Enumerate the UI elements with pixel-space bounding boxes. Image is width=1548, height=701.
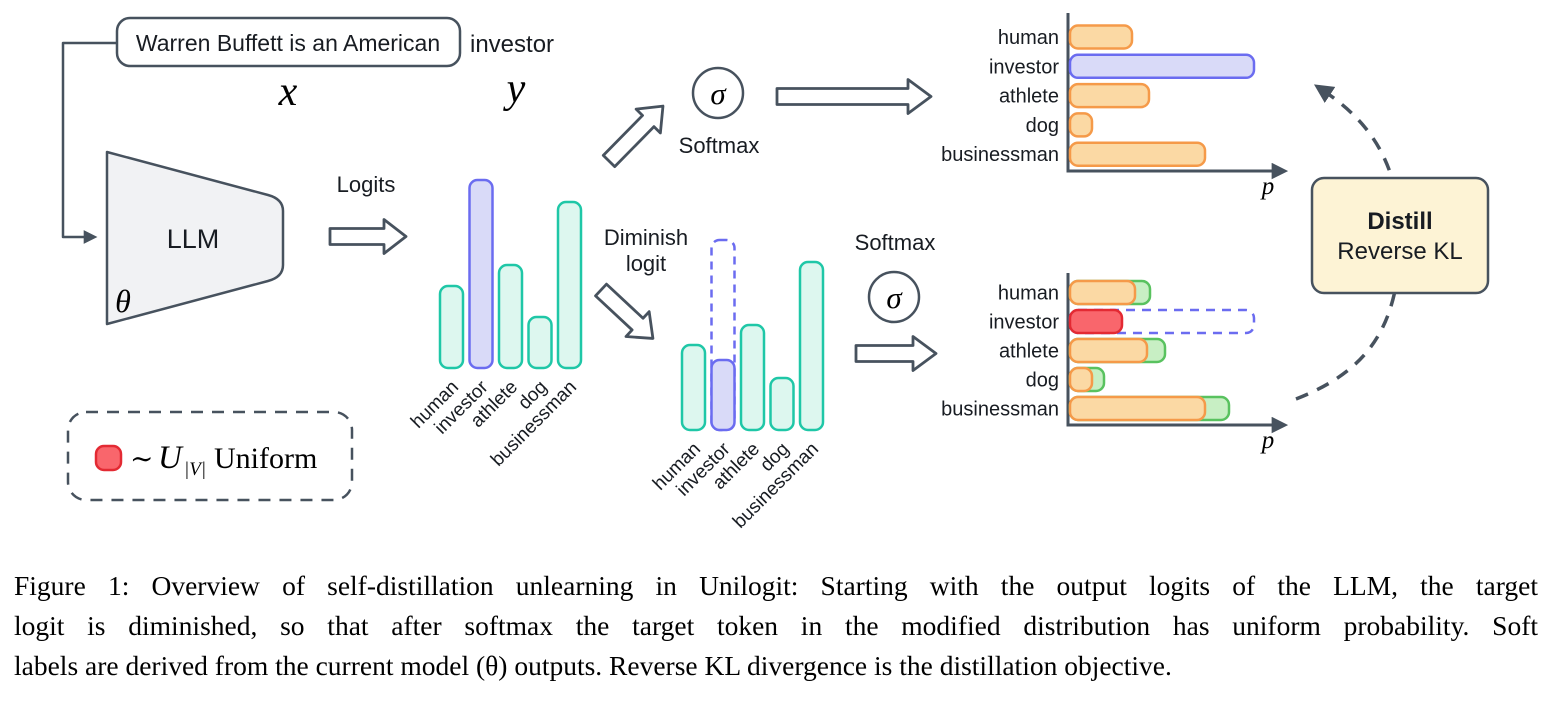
- chart-softmax-modified: p human investor athlete dog businessman: [941, 273, 1289, 454]
- bar-athlete: [739, 323, 766, 432]
- sigma-circle-bottom: [867, 270, 921, 324]
- bar-investor-red: [1068, 308, 1124, 335]
- bar-label-dog: dog: [1026, 115, 1059, 137]
- chart-softmax-original: p human investor athlete dog businessman: [941, 13, 1289, 200]
- bar-human: [1068, 24, 1134, 50]
- bar-businessman: [556, 200, 583, 370]
- bar-dog-orange: [1068, 366, 1094, 393]
- softmax-arrow-right-bottom: [854, 335, 938, 372]
- diminish-label-line2: logit: [626, 251, 666, 276]
- bar-label-investor: investor: [989, 312, 1059, 334]
- bar-dog: [1068, 112, 1094, 138]
- target-token-text: investor: [470, 31, 554, 58]
- x-axis-label-p: p: [1260, 427, 1275, 454]
- bar-investor: [468, 178, 494, 370]
- bar-human-orange: [1068, 279, 1137, 306]
- figure-caption: Figure 1: Overview of self-distillation …: [14, 566, 1538, 686]
- bar-label-investor: investor: [989, 56, 1059, 78]
- bar-dog: [527, 315, 553, 370]
- sigma-circle-top: [691, 66, 745, 120]
- bar-label-human: human: [998, 283, 1059, 305]
- logits-arrow: [328, 218, 408, 255]
- prompt-box: [115, 16, 462, 68]
- bar-investor: [1068, 53, 1256, 80]
- figure-diagram: Warren Buffett is an American investor x…: [61, 13, 1490, 533]
- bar-label-athlete: athlete: [999, 341, 1059, 363]
- bar-athlete-orange: [1068, 337, 1149, 364]
- distill-subtitle: Reverse KL: [1337, 238, 1462, 265]
- diminish-label-line1: Diminish: [604, 225, 688, 250]
- legend-symbol-u: U: [158, 440, 184, 476]
- prompt-text: Warren Buffett is an American: [136, 30, 440, 56]
- llm-trapezoid: [105, 150, 285, 326]
- legend-tilde: ∼: [130, 444, 153, 475]
- softmax-label-bottom: Softmax: [855, 230, 936, 255]
- bar-label-dog: dog: [1026, 370, 1059, 392]
- bar-human: [680, 343, 707, 432]
- bar-athlete: [497, 263, 524, 370]
- distill-title: Distill: [1367, 208, 1432, 235]
- bar-label-athlete: athlete: [999, 86, 1059, 108]
- input-var-x: x: [278, 69, 298, 115]
- softmax-label-top: Softmax: [679, 133, 760, 158]
- softmax-arrow-up: [601, 104, 665, 169]
- logits-label: Logits: [337, 172, 396, 197]
- caption-line: Figure 1: Overview of self-distillation …: [14, 570, 1538, 601]
- target-var-y: y: [503, 66, 526, 112]
- softmax-arrow-right-top: [775, 78, 933, 115]
- sigma-bottom: σ: [886, 280, 903, 315]
- legend-box: [66, 410, 354, 502]
- prompt-to-llm-connector: [61, 41, 118, 244]
- bar-human: [438, 284, 465, 370]
- bar-dog: [769, 376, 795, 432]
- theta-label: θ: [115, 283, 131, 319]
- legend-subscript: |V|: [184, 459, 206, 480]
- bar-businessman-orange: [1068, 395, 1207, 422]
- distill-box: [1310, 176, 1490, 295]
- bar-label-businessman: businessman: [941, 144, 1059, 166]
- sigma-top: σ: [710, 76, 727, 111]
- caption-line: logit is diminished, so that after softm…: [14, 610, 1538, 641]
- bar-label-human: human: [998, 27, 1059, 49]
- legend-uniform-label: Uniform: [214, 442, 317, 475]
- bar-label-businessman: businessman: [941, 399, 1059, 421]
- bar-businessman: [1068, 141, 1207, 167]
- caption-line: labels are derived from the current mode…: [14, 650, 1172, 681]
- ghost-bar-investor: [710, 238, 736, 432]
- ghost-bar-investor: [1068, 308, 1256, 335]
- bar-businessman: [798, 260, 825, 432]
- llm-label: LLM: [167, 224, 220, 254]
- diminish-arrow: [594, 282, 655, 340]
- bar-investor: [710, 358, 736, 432]
- bar-athlete: [1068, 82, 1151, 109]
- legend-swatch-red: [94, 444, 123, 472]
- x-axis-label-p: p: [1260, 173, 1275, 200]
